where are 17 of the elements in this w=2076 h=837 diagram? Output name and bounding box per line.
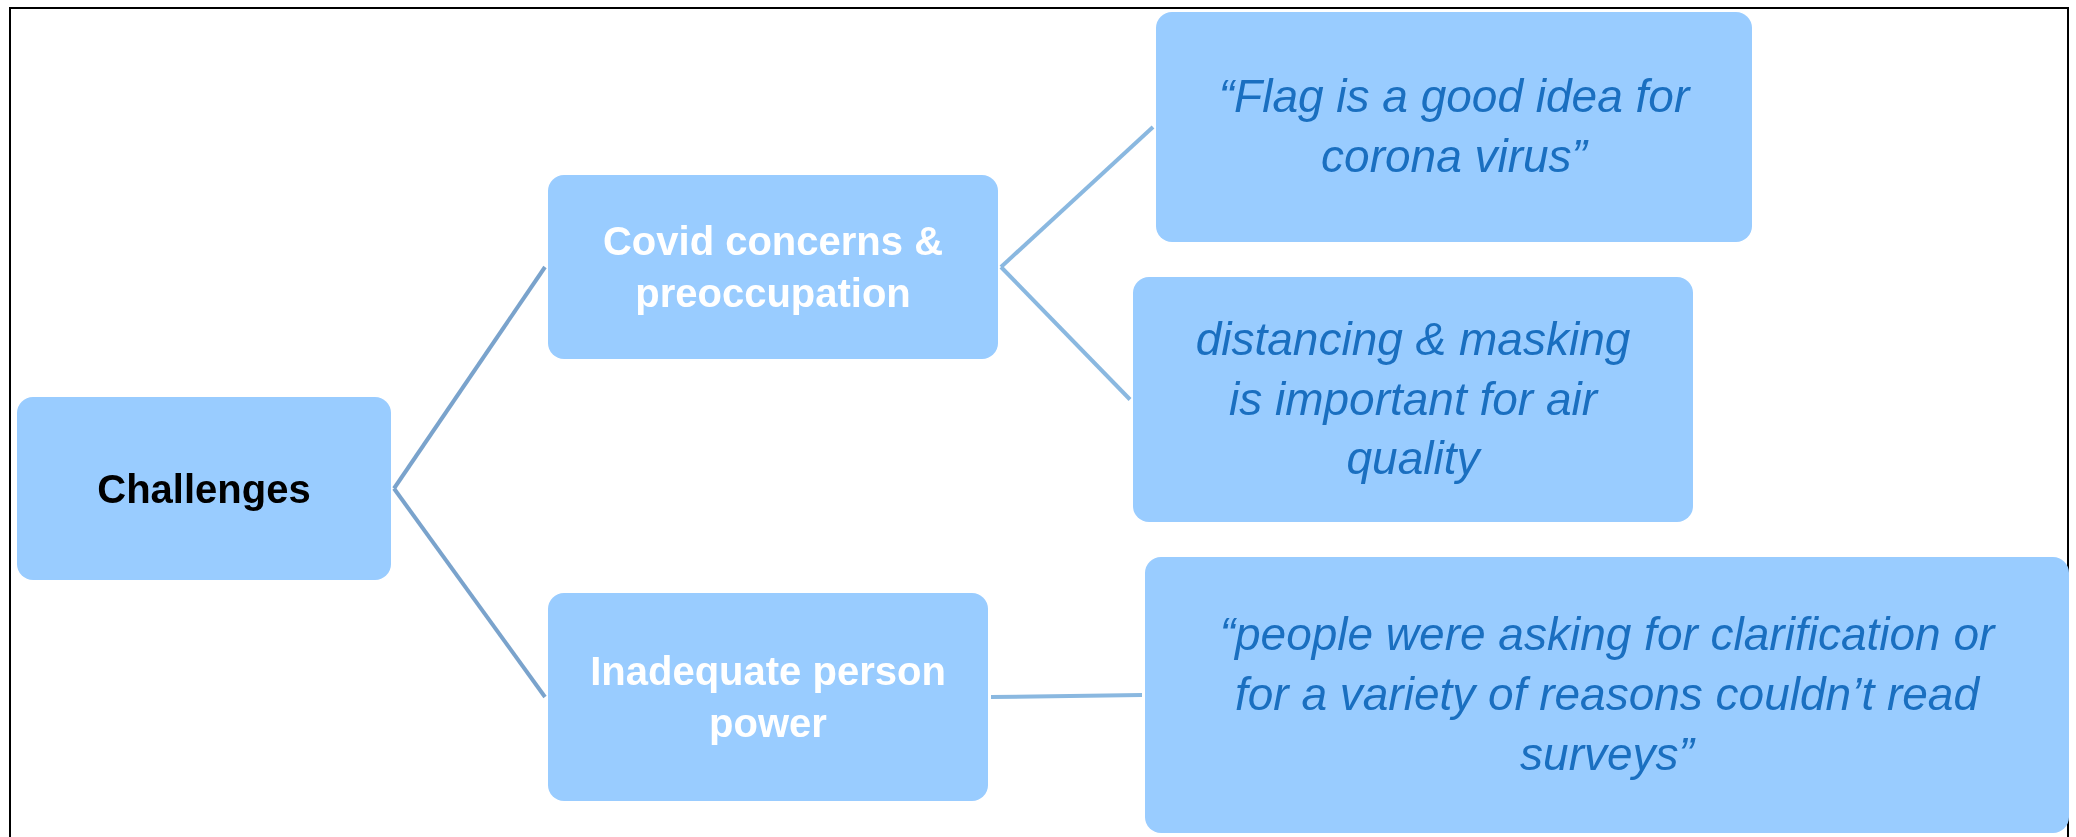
quote-text: distancing & masking is important for air quality	[1194, 311, 1632, 487]
box-label: Challenges	[97, 465, 311, 513]
connector-line	[990, 693, 1143, 699]
rounded-box	[1133, 277, 1693, 522]
connector-line	[999, 265, 1132, 401]
rounded-box	[1156, 12, 1752, 242]
connector-line	[392, 487, 547, 699]
connector-line	[999, 125, 1155, 269]
rounded-box	[548, 593, 988, 801]
quote-text: “people were asking for clarification or for a variety of reasons couldn’t read surveys”	[1218, 607, 1997, 782]
rounded-box	[17, 397, 391, 580]
connector-line	[392, 265, 547, 490]
rounded-box	[1145, 557, 2069, 833]
box-label: Inadequate person power	[589, 648, 947, 747]
quote-text: “Flag is a good idea for corona virus”	[1217, 69, 1692, 184]
rounded-box	[548, 175, 998, 359]
box-label: Covid concerns & preoccupation	[601, 218, 945, 317]
